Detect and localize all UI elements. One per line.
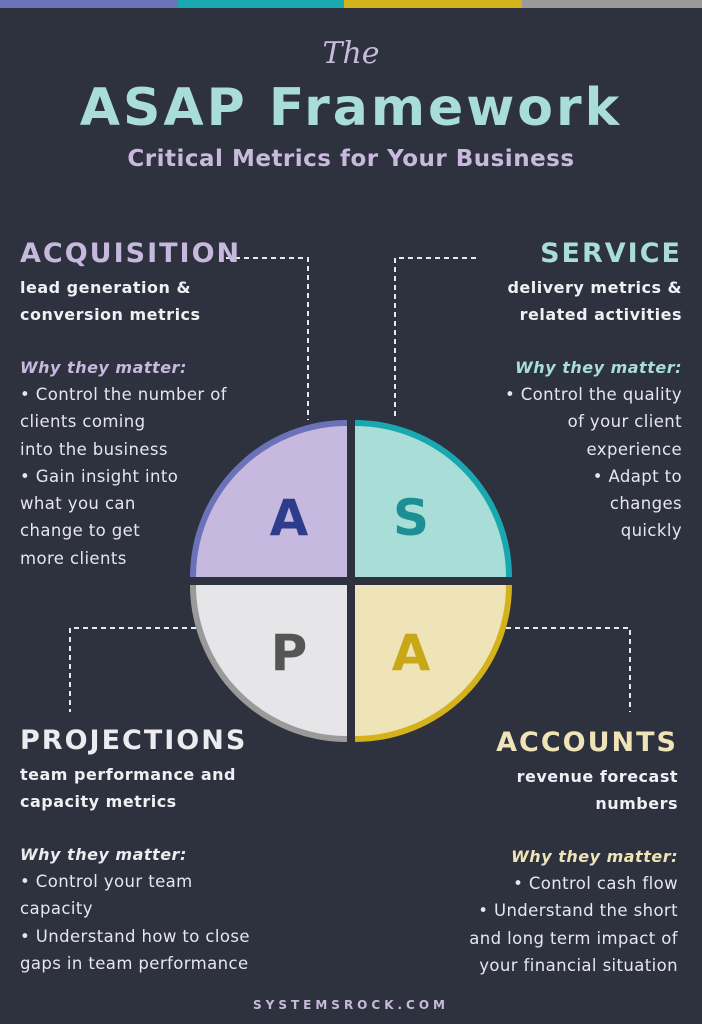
header-the: The xyxy=(322,36,380,71)
quadrant-projections xyxy=(190,584,348,742)
service-bullets: • Control the quality of your client exp… xyxy=(392,381,682,545)
bullet-line: your financial situation xyxy=(479,955,678,975)
page-subtitle: Critical Metrics for Your Business xyxy=(127,146,575,172)
top-bar-yellow xyxy=(344,0,522,8)
letter-projections: P xyxy=(271,624,308,682)
letter-service: S xyxy=(393,489,429,547)
acquisition-subheading: lead generation & conversion metrics xyxy=(20,274,310,328)
bullet-line: changes xyxy=(609,494,682,514)
bullet-line: gaps in team performance xyxy=(20,953,249,973)
acquisition-sub-line: conversion metrics xyxy=(20,305,201,324)
acquisition-bullets: • Control the number of clients coming i… xyxy=(20,381,310,572)
bullet-line: • Adapt to xyxy=(592,466,682,486)
quadrant-accounts xyxy=(354,584,512,742)
acquisition-why-label: Why they matter: xyxy=(20,358,187,377)
bullet-line: quickly xyxy=(620,521,682,541)
projections-heading: PROJECTIONS xyxy=(20,725,248,756)
bullet-line: clients coming xyxy=(20,412,146,432)
accounts-sub-line: numbers xyxy=(595,794,678,813)
service-heading: SERVICE xyxy=(540,238,682,269)
acquisition-heading: ACQUISITION xyxy=(20,238,242,269)
bullet-line: into the business xyxy=(20,439,168,459)
bullet-line: • Gain insight into xyxy=(20,466,179,486)
bullet-line: • Control the number of xyxy=(20,385,227,404)
page-title: ASAP Framework xyxy=(79,78,623,138)
section-projections: PROJECTIONS team performance and capacit… xyxy=(20,725,320,977)
top-color-bar xyxy=(0,0,702,8)
letter-accounts: A xyxy=(392,624,431,682)
accounts-heading: ACCOUNTS xyxy=(496,727,678,758)
bullet-line: more clients xyxy=(20,548,127,568)
top-bar-teal xyxy=(178,0,344,8)
projections-why-label: Why they matter: xyxy=(20,845,187,864)
service-why-label: Why they matter: xyxy=(515,358,682,377)
acquisition-sub-line: lead generation & xyxy=(20,278,191,297)
footer-website: SYSTEMSROCK.COM xyxy=(253,998,449,1012)
bullet-line: • Control the quality xyxy=(504,385,682,404)
projections-bullets: • Control your team capacity • Understan… xyxy=(20,868,320,977)
projections-sub-line: team performance and xyxy=(20,765,236,784)
bullet-line: and long term impact of xyxy=(469,928,678,948)
quadrant-acquisition xyxy=(190,420,348,578)
connector-accounts xyxy=(506,627,631,712)
service-sub-line: delivery metrics & xyxy=(507,278,682,297)
section-service: SERVICE delivery metrics & related activ… xyxy=(392,238,682,545)
bullet-line: experience xyxy=(586,439,682,459)
letter-acquisition: A xyxy=(270,489,309,547)
bullet-line: capacity xyxy=(20,899,93,919)
service-sub-line: related activities xyxy=(519,305,682,324)
accounts-sub-line: revenue forecast xyxy=(516,767,678,786)
bullet-line: • Understand how to close xyxy=(20,926,250,946)
service-subheading: delivery metrics & related activities xyxy=(392,274,682,328)
bullet-line: • Understand the short xyxy=(478,901,678,921)
accounts-bullets: • Control cash flow • Understand the sho… xyxy=(382,870,678,979)
accounts-subheading: revenue forecast numbers xyxy=(382,763,678,817)
accounts-why-label: Why they matter: xyxy=(511,847,678,866)
section-accounts: ACCOUNTS revenue forecast numbers Why th… xyxy=(382,727,678,979)
connector-service xyxy=(394,257,476,420)
bullet-line: what you can xyxy=(20,494,136,514)
bullet-line: change to get xyxy=(20,521,141,541)
bullet-line: of your client xyxy=(567,412,682,432)
projections-subheading: team performance and capacity metrics xyxy=(20,761,320,815)
projections-sub-line: capacity metrics xyxy=(20,792,177,811)
bullet-line: • Control cash flow xyxy=(513,874,678,893)
bullet-line: • Control your team xyxy=(20,872,193,891)
section-acquisition: ACQUISITION lead generation & conversion… xyxy=(20,238,310,572)
quadrant-service xyxy=(354,420,512,578)
connector-projections xyxy=(69,627,196,712)
top-bar-purple xyxy=(0,0,178,8)
connector-acquisition xyxy=(226,257,309,420)
top-bar-gray xyxy=(522,0,702,8)
